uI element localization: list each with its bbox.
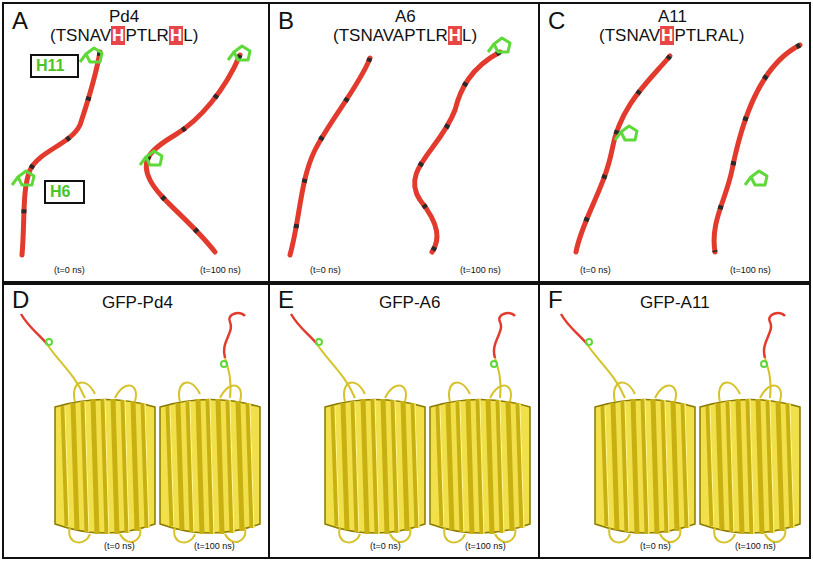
label-text: H6 [50, 183, 79, 201]
sequence-text: (TSNAVHPTLRHL) [50, 26, 198, 46]
label-text: (t=0 ns) [310, 265, 341, 275]
panel: D GFP-Pd4 (t=0 ns) (t=100 ns) [2, 281, 270, 559]
label-text: A [12, 7, 28, 35]
panel: A Pd4(TSNAVHPTLRHL) (t=0 ns) (t=100 ns) H11H… [2, 2, 270, 285]
label-text: H11 [36, 57, 73, 75]
gfp-structure [21, 313, 800, 542]
label-text: (t=0 ns) [54, 265, 85, 275]
label-text: C [548, 7, 565, 35]
panel: C A11(TSNAVHPTLRAL) (t=0 ns) (t=100 ns) [538, 2, 811, 285]
label-text: (t=100 ns) [735, 541, 776, 551]
label-text: (t=0 ns) [370, 541, 401, 551]
panel: E GFP-A6 (t=0 ns) (t=100 ns) [268, 281, 540, 559]
histidine-sidechain [12, 38, 767, 185]
label-text: GFP-Pd4 [102, 293, 173, 313]
label-text: (t=100 ns) [730, 265, 771, 275]
label-text: (t=0 ns) [580, 265, 611, 275]
label-text: E [278, 286, 294, 314]
label-text: D [12, 286, 29, 314]
label-text: (t=100 ns) [194, 541, 235, 551]
residue-tag: H11 [30, 54, 79, 78]
label-text: Pd4 [109, 7, 139, 27]
label-text: (t=0 ns) [104, 541, 135, 551]
label-text: (t=100 ns) [200, 265, 241, 275]
sequence-text: (TSNAVAPTLRHL) [333, 26, 477, 46]
label-text: B [278, 7, 294, 35]
panel: F GFP-A11 (t=0 ns) (t=100 ns) [538, 281, 811, 559]
label-text: A11 [658, 7, 687, 27]
label-text: (t=100 ns) [460, 265, 501, 275]
label-text: GFP-A11 [640, 293, 710, 313]
peptide-backbone [22, 45, 800, 255]
label-text: F [548, 286, 563, 314]
panel: B A6(TSNAVAPTLRHL) (t=0 ns) (t=100 ns) [268, 2, 540, 285]
label-text: (t=0 ns) [640, 541, 671, 551]
label-text: GFP-A6 [379, 293, 440, 313]
label-text: A6 [395, 7, 416, 27]
residue-tag: H6 [44, 180, 85, 204]
label-text: (t=100 ns) [465, 541, 506, 551]
sequence-text: (TSNAVHPTLRAL) [599, 26, 744, 46]
peptide-dark-segments [22, 45, 800, 255]
